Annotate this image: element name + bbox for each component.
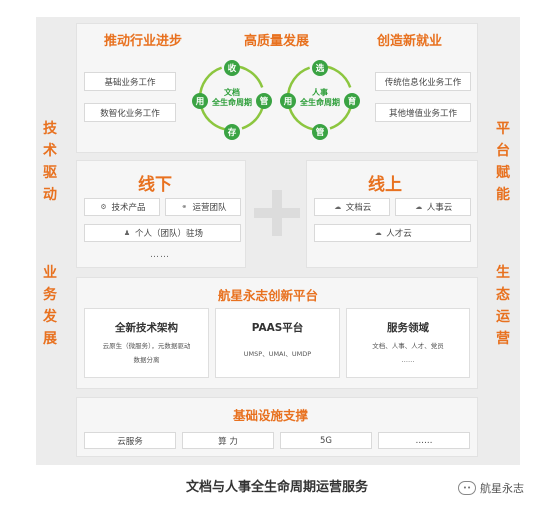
online-doc-cloud: ☁ 文档云 — [314, 198, 390, 216]
header-quality-development: 高质量发展 — [244, 34, 310, 49]
char: 生 — [496, 265, 510, 281]
hr-cycle-title-line2: 全生命周期 — [300, 98, 340, 107]
char: 运 — [496, 309, 510, 325]
item-digital-business: 数智化业务工作 — [84, 103, 176, 122]
online-hr-cloud: ☁ 人事云 — [395, 198, 471, 216]
item-label: 技术产品 — [111, 203, 146, 213]
card-tech-architecture: 全新技术架构 云原生（微服务），元数据驱动 数据分离 — [84, 308, 209, 378]
platform-title: 航星永志创新平台 — [218, 288, 319, 303]
node-use: 用 — [192, 93, 208, 109]
card-title: PAAS平台 — [251, 322, 304, 334]
item-basic-business: 基础业务工作 — [84, 72, 176, 91]
item-label: …… — [415, 435, 433, 446]
item-label: 运营团队 — [192, 203, 227, 213]
right-label-eco-ops: 生 态 运 营 — [496, 262, 510, 350]
item-label: 5G — [320, 435, 332, 446]
doc-cycle-title-line1: 文档 — [224, 88, 240, 97]
item-label: 文档云 — [345, 203, 372, 213]
diagram-caption: 文档与人事全生命周期运营服务 — [185, 480, 368, 495]
cloud-icon: ☁ — [415, 203, 423, 211]
header-industry-progress: 推动行业进步 — [104, 34, 183, 49]
online-title: 线上 — [368, 175, 402, 195]
item-label: 算 力 — [218, 436, 238, 447]
char: 营 — [496, 331, 510, 347]
offline-more: …… — [150, 250, 170, 260]
watermark-text: 航星永志 — [480, 482, 524, 495]
node-manage: 管 — [256, 93, 272, 109]
hr-cycle-title-line1: 人事 — [312, 88, 328, 97]
node-train: 育 — [344, 93, 360, 109]
header-new-employment: 创造新就业 — [377, 34, 443, 49]
card-paas-platform: PAAS平台 UMSP、UMAI、UMDP — [215, 308, 340, 378]
offline-tech-product: ⚙ 技术产品 — [84, 198, 160, 216]
card-title: 全新技术架构 — [115, 322, 178, 334]
node-hr-manage: 管 — [312, 124, 328, 140]
infra-compute: 算 力 — [182, 432, 274, 449]
char: 台 — [496, 143, 510, 159]
card-line: …… — [401, 356, 415, 364]
watermark: •• 航星永志 — [458, 480, 524, 496]
char: 发 — [43, 309, 57, 325]
offline-title: 线下 — [138, 175, 172, 195]
item-label: 数智化业务工作 — [100, 108, 160, 119]
char: 动 — [43, 187, 57, 203]
card-line: 数据分离 — [133, 356, 160, 364]
infra-title: 基础设施支撑 — [233, 408, 309, 423]
left-label-tech-driven: 技 术 驱 动 — [43, 118, 57, 206]
item-label: 传统信息化业务工作 — [384, 77, 462, 88]
offline-onsite: ♟ 个人（团队）驻场 — [84, 224, 241, 242]
infra-cloud-service: 云服务 — [84, 432, 176, 449]
link-icon: ⚭ — [181, 203, 188, 211]
item-label: 云服务 — [117, 436, 143, 447]
item-label: 人才云 — [386, 229, 412, 239]
right-label-platform-enable: 平 台 赋 能 — [496, 118, 510, 206]
doc-cycle-title: 文档 全生命周期 — [200, 88, 264, 108]
wechat-icon: •• — [458, 481, 476, 495]
char: 驱 — [43, 165, 57, 181]
item-value-added: 其他增值业务工作 — [375, 103, 471, 122]
card-service-domain: 服务领域 文档、人事、人才、党员 …… — [346, 308, 470, 378]
char: 赋 — [496, 165, 510, 181]
char: 展 — [43, 331, 57, 347]
online-talent-cloud: ☁ 人才云 — [314, 224, 471, 242]
card-line: UMSP、UMAI、UMDP — [243, 350, 312, 358]
node-hr-use: 用 — [280, 93, 296, 109]
offline-ops-team: ⚭ 运营团队 — [165, 198, 241, 216]
item-label: 人事云 — [426, 203, 453, 213]
char: 态 — [496, 287, 510, 303]
cloud-icon: ☁ — [374, 229, 382, 237]
card-title: 服务领域 — [387, 322, 429, 334]
node-select: 选 — [312, 60, 328, 76]
left-label-business-dev: 业 务 发 展 — [43, 262, 57, 350]
cloud-icon: ☁ — [334, 203, 342, 211]
gear-icon: ⚙ — [100, 203, 107, 211]
char: 能 — [496, 187, 510, 203]
char: 术 — [43, 143, 57, 159]
hr-cycle-title: 人事 全生命周期 — [288, 88, 352, 108]
infra-more: …… — [378, 432, 470, 449]
item-label: 基础业务工作 — [104, 77, 156, 88]
node-collect: 收 — [224, 60, 240, 76]
person-icon: ♟ — [123, 229, 131, 237]
item-label: 其他增值业务工作 — [388, 108, 457, 119]
node-store: 存 — [224, 124, 240, 140]
infra-5g: 5G — [280, 432, 372, 449]
plus-horizontal — [254, 208, 300, 218]
char: 平 — [496, 121, 510, 137]
char: 技 — [43, 121, 57, 137]
plus-sign — [254, 190, 300, 236]
card-line: 云原生（微服务），元数据驱动 — [102, 342, 191, 350]
card-line: 文档、人事、人才、党员 — [372, 342, 444, 350]
item-label: 个人（团队）驻场 — [134, 229, 203, 239]
item-traditional-it: 传统信息化业务工作 — [375, 72, 471, 91]
doc-cycle-title-line2: 全生命周期 — [212, 98, 252, 107]
char: 务 — [43, 287, 57, 303]
char: 业 — [43, 265, 57, 281]
